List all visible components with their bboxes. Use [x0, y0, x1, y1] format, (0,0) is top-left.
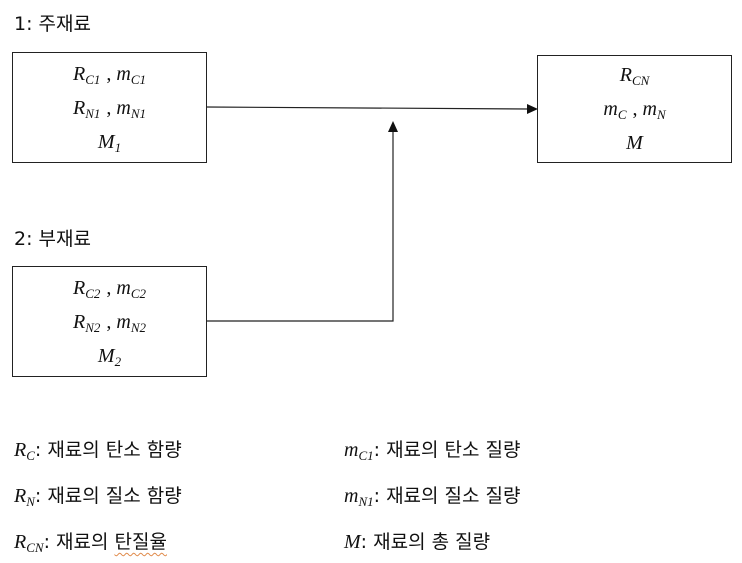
- box1-nitrogen-line: RN1,mN1: [72, 97, 146, 121]
- box1-mass-line: M1: [97, 131, 122, 155]
- main-material-box: RC1,mC1 RN1,mN1 M1: [12, 52, 207, 163]
- legend-mn1: mN1: 재료의 질소 질량: [344, 485, 521, 509]
- legend-mc1: mC1: 재료의 탄소 질량: [344, 439, 521, 463]
- legend-rc: RC: 재료의 탄소 함량: [14, 439, 182, 463]
- result-box: RCN mC,mN M: [537, 55, 732, 163]
- box3-mass-components-line: mC,mN: [603, 98, 666, 122]
- sub-material-label: 2: 부재료: [14, 228, 91, 250]
- legend-rn: RN: 재료의 질소 함량: [14, 485, 182, 509]
- sub-material-box: RC2,mC2 RN2,mN2 M2: [12, 266, 207, 377]
- legend-m: M: 재료의 총 질량: [344, 531, 491, 553]
- box3-total-mass-line: M: [626, 132, 643, 154]
- main-material-label: 1: 주재료: [14, 13, 91, 35]
- spellcheck-underlined-word: 탄질율: [114, 531, 167, 553]
- box2-nitrogen-line: RN2,mN2: [72, 311, 146, 335]
- legend-rcn: RCN: 재료의 탄질율: [14, 531, 167, 555]
- box1-carbon-line: RC1,mC1: [72, 63, 146, 87]
- box2-carbon-line: RC2,mC2: [72, 277, 146, 301]
- box3-ratio-line: RCN: [619, 64, 650, 88]
- box2-mass-line: M2: [97, 345, 122, 369]
